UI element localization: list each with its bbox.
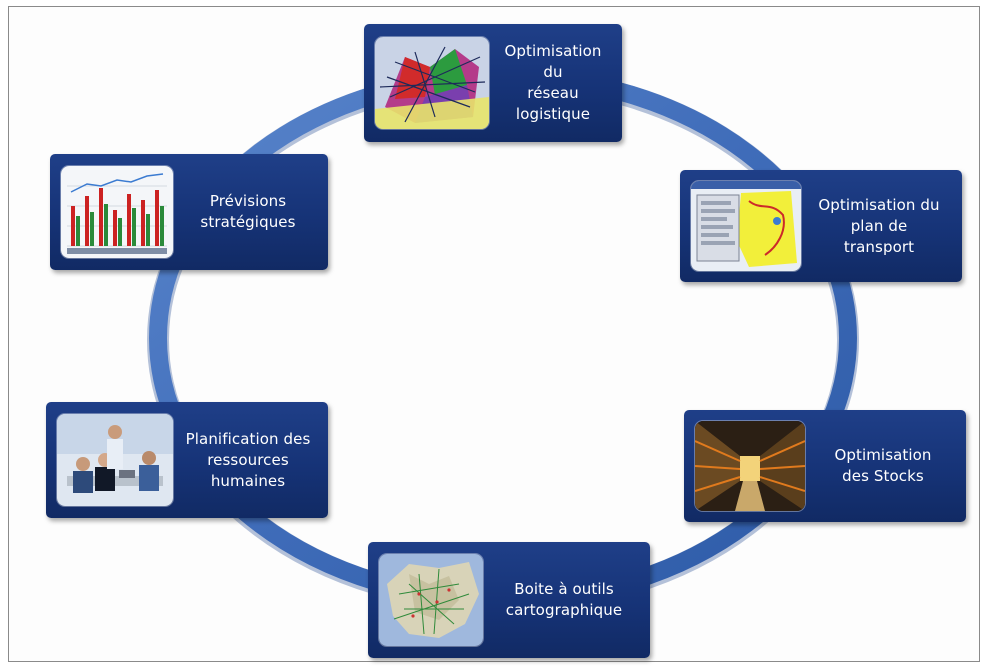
- node-network-optimisation: Optimisation du réseau logistique: [364, 24, 622, 142]
- office-meeting-photo: [56, 413, 174, 507]
- node-label: Planification des ressources humaines: [185, 429, 311, 490]
- node-stock-optimisation: Optimisation des Stocks: [684, 410, 966, 522]
- node-mapping-toolbox: Boite à outils cartographique: [368, 542, 650, 658]
- warehouse-photo: [694, 420, 806, 512]
- node-label: Optimisation du plan de transport: [818, 195, 940, 256]
- europe-map-image: [378, 553, 484, 647]
- node-strategic-forecasts: Prévisions stratégiques: [50, 154, 328, 270]
- node-transport-plan: Optimisation du plan de transport: [680, 170, 962, 282]
- node-label: Optimisation du réseau logistique: [504, 42, 602, 123]
- network-map-image: [374, 36, 490, 130]
- node-label: Optimisation des Stocks: [834, 446, 932, 485]
- node-label: Boite à outils cartographique: [505, 580, 623, 619]
- node-hr-planning: Planification des ressources humaines: [46, 402, 328, 518]
- node-label: Prévisions stratégiques: [200, 192, 296, 231]
- bar-chart-image: [60, 165, 174, 259]
- transport-map-screenshot: [690, 180, 802, 272]
